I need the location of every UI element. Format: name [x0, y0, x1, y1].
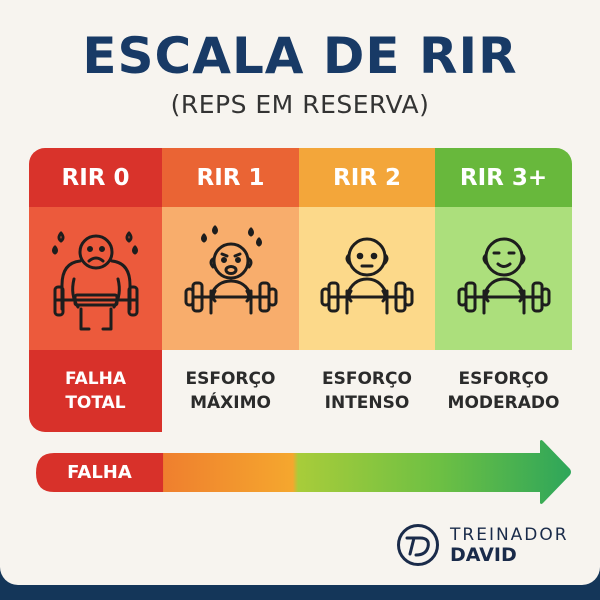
- brand-logo: TREINADOR DAVID: [396, 523, 569, 567]
- td-monogram-icon: [397, 524, 439, 566]
- rir-scale-table: RIR 0 FALHA TOTAL: [29, 148, 572, 432]
- scale-column-rir-0: RIR 0 FALHA TOTAL: [29, 148, 162, 432]
- neutral-lifter-icon: [299, 207, 435, 350]
- page-title: ESCALA DE RIR: [82, 27, 518, 85]
- straining-lifter-icon: [162, 207, 299, 350]
- description-line1: FALHA: [64, 369, 127, 389]
- description-line1: ESFORÇO: [185, 369, 276, 389]
- description-line1: ESFORÇO: [322, 369, 412, 389]
- exhausted-lifter-icon: [29, 207, 162, 350]
- scale-column-rir-3-plus: RIR 3+ ESFORÇO MODERADO: [435, 148, 572, 432]
- scale-column-rir-1: RIR 1 ESFORÇO: [162, 148, 299, 432]
- description-line2: MODERADO: [447, 393, 560, 413]
- column-description: ESFORÇO MÁXIMO: [162, 350, 299, 432]
- infographic-card: ESCALA DE RIR (REPS EM RESERVA) RIR 0: [0, 0, 600, 585]
- column-header: RIR 2: [299, 148, 435, 207]
- brand-line2: DAVID: [450, 544, 517, 566]
- description-line2: MÁXIMO: [190, 393, 271, 413]
- column-description: ESFORÇO INTENSO: [299, 350, 435, 432]
- column-header: RIR 3+: [435, 148, 572, 207]
- column-description: ESFORÇO MODERADO: [435, 350, 572, 432]
- brand-text: TREINADOR DAVID: [450, 525, 569, 565]
- page-subtitle: (REPS EM RESERVA): [170, 90, 430, 119]
- scale-column-rir-2: RIR 2 ESFORÇO INTENSO: [299, 148, 435, 432]
- description-line2: TOTAL: [65, 393, 126, 413]
- smiling-lifter-icon: [435, 207, 572, 350]
- brand-line1: TREINADOR: [450, 525, 569, 545]
- description-line1: ESFORÇO: [458, 369, 549, 389]
- arrow-label: FALHA: [67, 462, 132, 483]
- column-description: FALHA TOTAL: [29, 350, 162, 432]
- column-header: RIR 1: [162, 148, 299, 207]
- description-line2: INTENSO: [324, 393, 410, 413]
- column-header: RIR 0: [29, 148, 162, 207]
- effort-gradient-arrow-icon: [36, 440, 571, 504]
